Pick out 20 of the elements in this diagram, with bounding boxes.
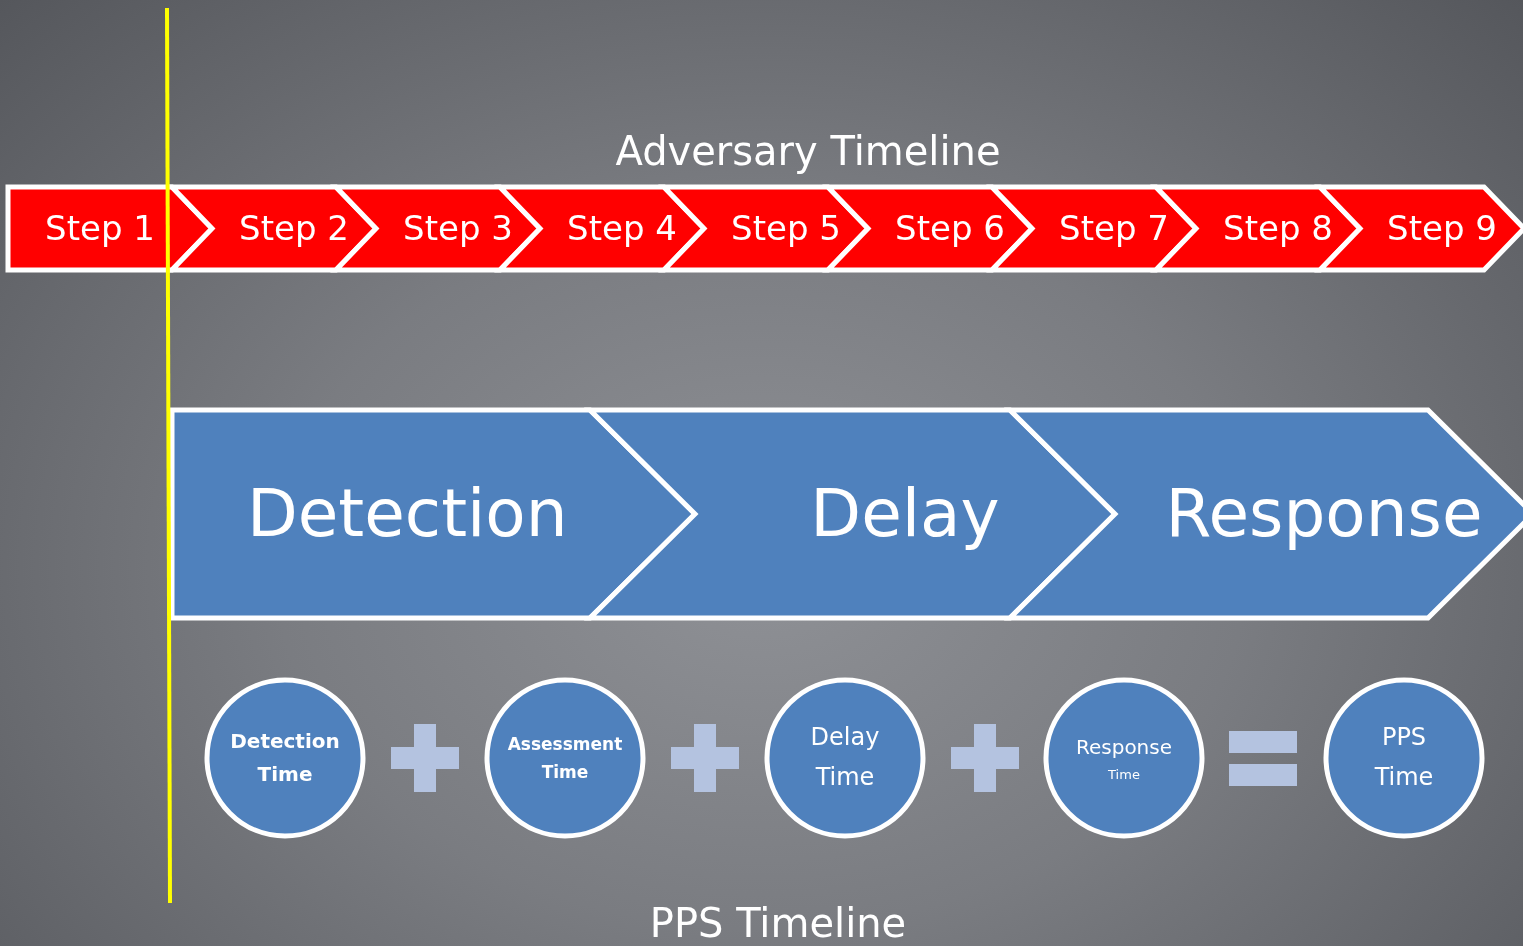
chevron-label: Delay (810, 474, 1000, 554)
chevron-label: Step 4 (567, 208, 677, 249)
chevron-label: Step 2 (239, 208, 349, 249)
chevron-label: Step 1 (45, 208, 155, 249)
circle-label: Response (1075, 733, 1173, 761)
circle-label: Time (1108, 765, 1140, 784)
chevron-label: Response (1165, 474, 1483, 554)
chevron-label: Step 5 (731, 208, 841, 249)
chevron-label: Detection (246, 474, 568, 554)
circle-label: Detection Time (230, 728, 340, 788)
chevron-label: Step 7 (1059, 208, 1169, 249)
circle-label: Assessment Time (506, 732, 624, 784)
timeline-label: PPS Timeline (649, 900, 907, 946)
circle-label: Delay Time (809, 722, 881, 793)
chevron-label: Step 6 (895, 208, 1005, 249)
chevron-label: Step 9 (1387, 208, 1497, 249)
timeline-title: Adversary Timeline (615, 128, 1001, 174)
chevron-label: Step 3 (403, 208, 513, 249)
circle-label: PPS Time (1373, 722, 1435, 793)
chevron-label: Step 8 (1223, 208, 1333, 249)
